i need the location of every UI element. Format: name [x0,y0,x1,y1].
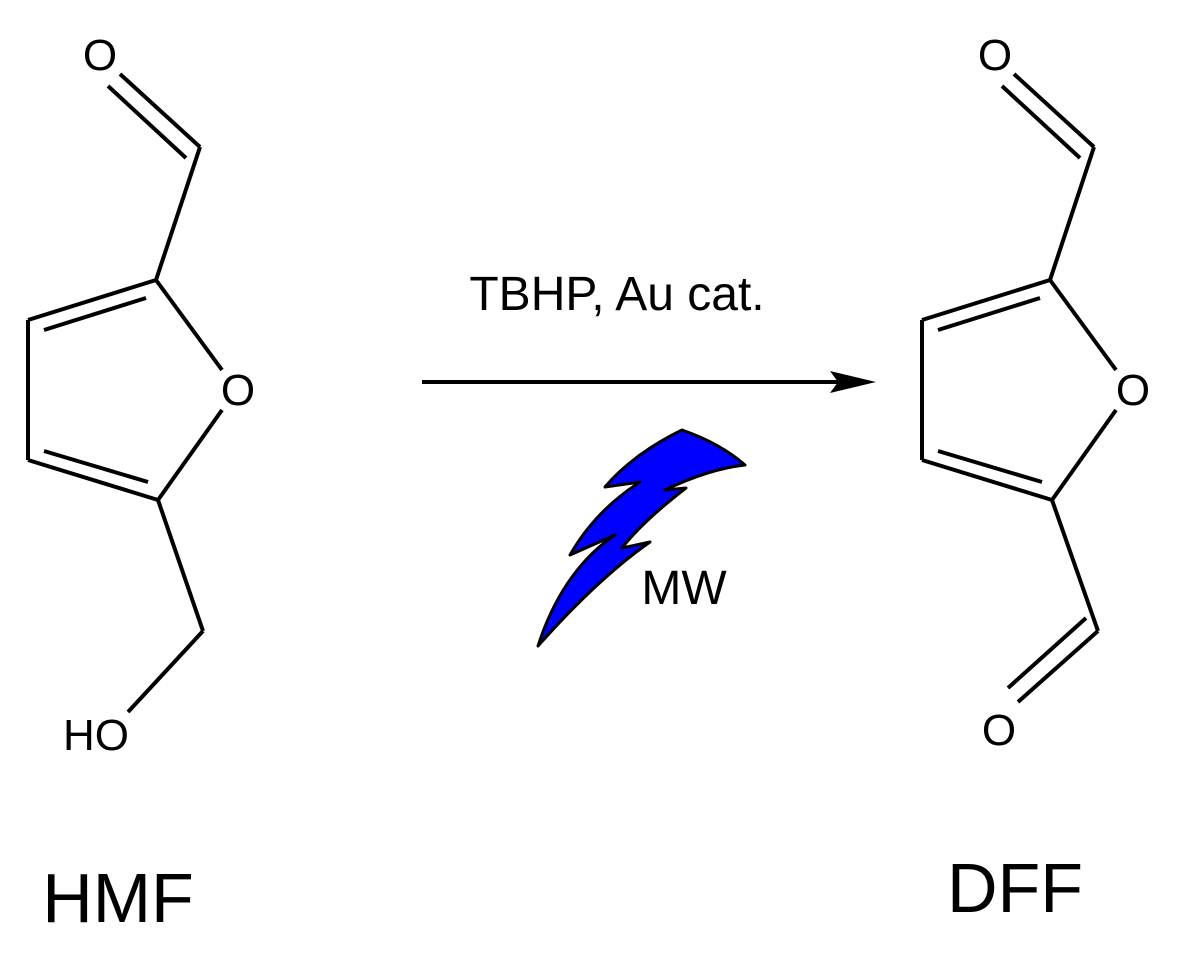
hmf-hydroxyl-label: HO [63,711,129,760]
hmf-ring-double-inner-c2-c3 [43,296,147,332]
dff-top-aldehyde-double-bond-a [1012,72,1096,149]
dff-structure: O O O [920,31,1150,755]
dff-top-aldehyde-c-bond [1048,146,1096,281]
dff-ring-oxygen-label: O [1116,366,1150,415]
hmf-ring-bond-c2-c3 [27,278,157,322]
reaction-arrow [422,371,876,393]
dff-ring-bond-c2-o [1048,278,1118,372]
hmf-aldehyde-oxygen-label: O [83,31,117,80]
hmf-ring-double-inner-c4-c5 [43,449,149,484]
dff-top-aldehyde-double-bond-b [1000,84,1082,160]
dff-bottom-aldehyde-double-bond-a [1016,629,1100,704]
dff-ring-double-inner-c4-c5 [937,449,1043,484]
dff-bottom-oxygen-label: O [982,706,1016,755]
dff-ring-bond-c4-c5 [921,458,1053,502]
hmf-ring-bond-o-c5 [156,408,224,502]
dff-ring-bond-o-c5 [1050,408,1118,502]
hmf-ring-bond-c2-o [154,278,224,372]
dff-top-oxygen-label: O [978,31,1012,80]
dff-ring-bond-c2-c3 [921,278,1051,322]
hmf-name-label: HMF [42,859,194,937]
hmf-structure: O O HO [26,31,255,760]
dff-ring-double-inner-c2-c3 [937,296,1041,332]
hmf-ring-oxygen-label: O [221,366,255,415]
hmf-oh-bond [126,629,205,714]
reagents-label: TBHP, Au cat. [469,268,764,321]
hmf-aldehyde-double-bond-b [106,84,188,160]
dff-name-label: DFF [947,849,1083,927]
lightning-bolt-icon [536,428,747,648]
microwave-label: MW [641,562,727,615]
hmf-ch2-bond [156,499,205,632]
dff-bottom-aldehyde-double-bond-b [1006,616,1088,690]
hmf-ring-bond-c4-c5 [27,458,159,502]
hmf-aldehyde-double-bond-a [118,72,202,149]
arrow-head [830,371,876,393]
hmf-aldehyde-c-bond [154,146,202,281]
dff-bottom-aldehyde-c-bond [1050,499,1100,632]
